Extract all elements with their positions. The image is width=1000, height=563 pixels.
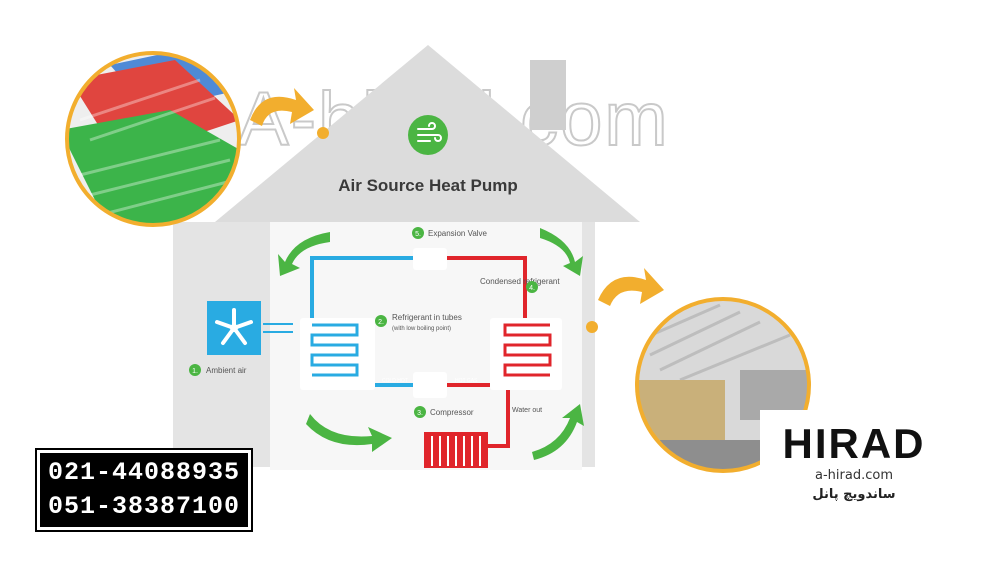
expansion-valve <box>413 248 447 270</box>
brand-tagline: ساندویچ پانل <box>812 487 896 502</box>
curved-arrow-icon <box>250 88 314 126</box>
evaporator-coil <box>310 323 359 377</box>
svg-text:3.: 3. <box>417 410 423 417</box>
svg-text:Refrigerant in tubes: Refrigerant in tubes <box>392 313 462 322</box>
svg-text:1.: 1. <box>192 368 198 375</box>
water-out-label: Water out <box>512 407 542 414</box>
brand-name: HIRAD <box>782 420 926 467</box>
connector-dot <box>317 127 329 139</box>
svg-text:Ambient air: Ambient air <box>206 366 247 375</box>
radiator-icon <box>424 432 488 468</box>
brand-backdrop <box>760 410 950 520</box>
brand-logo: HIRAD a-hirad.com ساندویچ پانل <box>768 420 940 503</box>
condenser-coil <box>503 323 552 377</box>
diagram-title: Air Source Heat Pump <box>338 176 518 195</box>
phone-number-1[interactable]: 021-44088935 <box>47 458 241 487</box>
colored-panels-photo <box>65 51 241 227</box>
compressor <box>413 372 447 398</box>
circulation-arrows <box>278 228 584 460</box>
svg-text:5.: 5. <box>415 231 421 238</box>
step-2: 2. Refrigerant in tubes (with low boilin… <box>375 313 462 332</box>
hot-gas-tag: HOT GAS <box>455 378 478 384</box>
cold-hot-tag: COLD HOT <box>382 378 408 384</box>
step-4: Condensed refrigerant 4. <box>480 277 560 293</box>
brand-site: a-hirad.com <box>815 468 893 483</box>
phone-numbers: 021-44088935 051-38387100 <box>35 448 253 532</box>
step-3: 3. Compressor <box>414 406 474 418</box>
airflow-icon <box>408 115 448 155</box>
step-1: 1. Ambient air <box>189 364 247 376</box>
connector-dot-right <box>586 321 598 333</box>
svg-text:Compressor: Compressor <box>430 408 474 417</box>
step-5: 5. Expansion Valve <box>412 227 488 239</box>
svg-text:(with low boiling point): (with low boiling point) <box>392 326 451 332</box>
svg-text:4.: 4. <box>529 285 535 292</box>
svg-text:Condensed refrigerant: Condensed refrigerant <box>480 277 560 286</box>
curved-arrow-icon-right <box>598 268 664 306</box>
svg-text:2.: 2. <box>378 319 384 326</box>
fan-icon <box>207 301 293 355</box>
svg-text:Expansion Valve: Expansion Valve <box>428 229 488 238</box>
phone-number-2[interactable]: 051-38387100 <box>47 492 241 521</box>
